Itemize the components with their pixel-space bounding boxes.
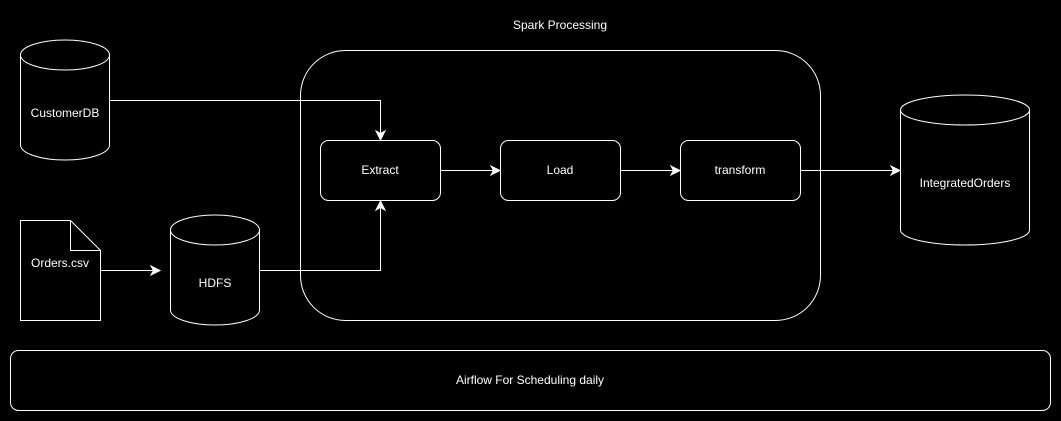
customerdb-label: CustomerDB xyxy=(31,106,100,120)
airflow-node[interactable] xyxy=(10,350,1051,411)
extract-node[interactable] xyxy=(320,140,441,201)
edge-transform-integratedorders xyxy=(800,164,902,177)
edge-load-transform xyxy=(620,164,682,177)
airflow-label: Airflow For Scheduling daily xyxy=(456,373,604,387)
load-label: Load xyxy=(547,163,574,177)
load-node[interactable] xyxy=(500,140,621,201)
customerdb-node[interactable] xyxy=(20,39,110,161)
transform-label: transform xyxy=(715,163,766,177)
transform-node[interactable] xyxy=(680,140,801,201)
edge-extract-load xyxy=(440,164,502,177)
integratedorders-node[interactable] xyxy=(900,94,1030,246)
extract-label: Extract xyxy=(361,163,399,177)
orders-csv-label: Orders.csv xyxy=(31,256,89,270)
edge-customerdb-extract xyxy=(110,100,387,142)
hdfs-label: HDFS xyxy=(199,276,232,290)
hdfs-node[interactable] xyxy=(170,214,260,326)
edge-orders-hdfs xyxy=(100,264,162,277)
integratedorders-label: IntegratedOrders xyxy=(920,176,1011,190)
edge-hdfs-extract xyxy=(260,199,387,271)
spark-processing-label: Spark Processing xyxy=(513,18,607,32)
orders-csv-node[interactable] xyxy=(20,220,101,321)
